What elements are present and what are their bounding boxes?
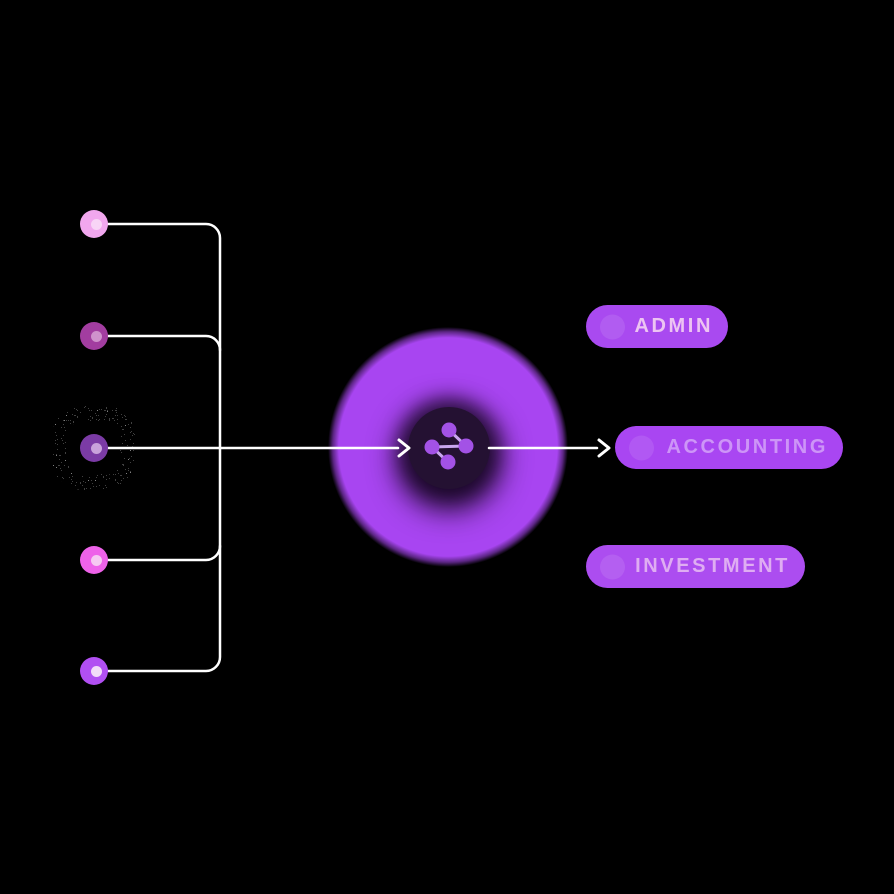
arrowhead-into-accounting <box>597 438 611 458</box>
source-node-4-core <box>91 554 102 566</box>
investment-pill-label: INVESTMENT <box>635 555 790 577</box>
admin-pill-label: ADMIN <box>634 315 713 337</box>
source-node-3-core <box>91 442 102 454</box>
source-node-2[interactable] <box>80 322 108 350</box>
icon-node-right <box>458 438 474 454</box>
accounting-pill-label: ACCOUNTING <box>666 436 828 458</box>
admin-pill[interactable]: ADMIN <box>586 305 728 348</box>
source-node-5[interactable] <box>80 657 108 685</box>
icon-node-bottom <box>440 454 456 470</box>
source-node-5-core <box>91 665 102 677</box>
icon-node-top <box>441 422 457 438</box>
share-nodes-icon <box>424 422 474 470</box>
source-node-2-core <box>91 330 102 342</box>
source-node-3-selected[interactable] <box>80 434 108 462</box>
investment-pill[interactable]: INVESTMENT <box>586 545 805 588</box>
wire-branch-4 <box>92 544 222 562</box>
source-node-1[interactable] <box>80 210 108 238</box>
accounting-pill[interactable]: ACCOUNTING <box>615 426 843 469</box>
source-node-1-core <box>91 218 102 230</box>
wire-branch-2 <box>92 334 222 352</box>
hub-core[interactable] <box>408 407 490 489</box>
icon-node-left <box>424 439 440 455</box>
source-node-4[interactable] <box>80 546 108 574</box>
